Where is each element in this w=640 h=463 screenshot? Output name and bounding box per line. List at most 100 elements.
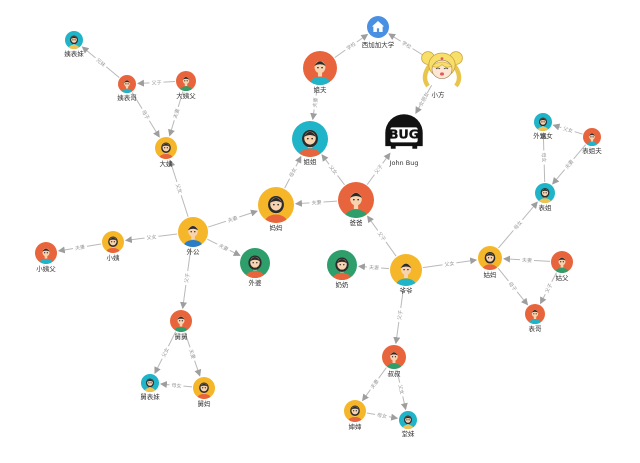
edge-label-bg xyxy=(367,376,382,392)
person-icon xyxy=(482,252,498,270)
node-shenshen[interactable]: 婶婶 xyxy=(344,400,366,431)
node-nainai[interactable]: 奶奶 xyxy=(327,250,357,289)
edge-label-bg xyxy=(215,241,232,254)
node-label: 外公 xyxy=(187,247,201,256)
person-icon xyxy=(106,236,120,253)
edge-label-bg xyxy=(560,124,576,136)
edge-label: 父女 xyxy=(396,384,405,395)
node-label: 妈妈 xyxy=(270,223,284,232)
edge-label: 父女 xyxy=(146,233,157,241)
edge-label: 女朋友 xyxy=(417,91,430,108)
edge-label: 夫妻 xyxy=(369,264,380,272)
person-icon xyxy=(298,130,322,157)
node-jiujiu[interactable]: 舅舅 xyxy=(170,310,192,341)
node-label: 奶奶 xyxy=(336,280,350,289)
node-yibiaomei[interactable]: 姨表妹 xyxy=(64,31,84,58)
edge-label: 学校 xyxy=(345,41,357,52)
edge-jiuma-jiubiaomei: 母女 xyxy=(159,381,193,390)
edge-label-bg xyxy=(374,228,389,244)
edge-dayifu-dayi: 夫妻 xyxy=(168,91,184,137)
node-label: 姨表哥 xyxy=(117,93,137,102)
node-xijia[interactable]: 西加加大学 xyxy=(362,16,395,49)
edge-label: 夫妻 xyxy=(311,97,319,108)
node-waishengnv[interactable]: 外甥女 xyxy=(533,113,553,140)
node-mama[interactable]: 妈妈 xyxy=(258,187,294,232)
edge-label-bg xyxy=(417,91,431,108)
node-label: 姑父 xyxy=(556,273,570,282)
node-label: 舅妈 xyxy=(198,399,212,408)
node-xiaoyi[interactable]: 小姨 xyxy=(102,231,124,262)
node-tangmei[interactable]: 堂妹 xyxy=(399,411,417,438)
edge-shushu-shenshen: 夫妻 xyxy=(362,367,387,402)
node-label: 爷爷 xyxy=(400,286,414,295)
person-icon xyxy=(197,382,211,399)
node-biaoge[interactable]: 表哥 xyxy=(525,304,545,333)
person-icon xyxy=(179,76,193,91)
node-xiaofang[interactable]: 小方 xyxy=(421,51,463,99)
node-jiejie[interactable]: 姐姐 xyxy=(292,121,328,166)
person-icon xyxy=(245,255,265,278)
edge-label-bg xyxy=(186,346,198,362)
node-waipo[interactable]: 外婆 xyxy=(240,248,270,287)
node-gugu[interactable]: 姑妈 xyxy=(478,246,502,279)
edge-label: 兄妹 xyxy=(95,57,107,69)
edge-baba-mama: 夫妻 xyxy=(294,198,338,207)
node-gufu[interactable]: 姑父 xyxy=(551,251,573,282)
node-biaojiefu[interactable]: 表姐夫 xyxy=(582,128,602,155)
edge-label: 母子 xyxy=(507,280,519,292)
node-shushu[interactable]: 叔叔 xyxy=(382,345,406,378)
edge-label-bg xyxy=(286,164,300,181)
node-label: 舅舅 xyxy=(175,332,188,341)
node-label: 叔叔 xyxy=(388,369,402,378)
edge-label-bg xyxy=(371,161,386,177)
edge-label: 父女 xyxy=(174,183,184,195)
edge-waigong-dayi: 父女 xyxy=(168,159,189,217)
edge-label: 父女 xyxy=(327,164,339,176)
person-icon xyxy=(344,192,368,218)
node-label: 小姨父 xyxy=(36,264,56,273)
edge-label: 父子 xyxy=(376,230,388,242)
edge-label: 父子 xyxy=(373,163,385,175)
node-waigong[interactable]: 外公 xyxy=(178,217,208,256)
edge-label: 父子 xyxy=(183,273,191,284)
edge-shushu-tangmei: 父女 xyxy=(396,369,408,411)
edge-label-bg xyxy=(326,162,341,178)
edge-baba-jiejie: 父女 xyxy=(321,154,345,186)
edge-label-bg xyxy=(144,232,159,242)
edge-gufu-biaoge: 父子 xyxy=(540,272,557,305)
node-label: 舅表妹 xyxy=(140,392,160,401)
node-yibiaoge[interactable]: 姨表哥 xyxy=(117,75,137,102)
edge-label: 父女 xyxy=(444,260,455,268)
edge-label: 夫妻 xyxy=(227,215,239,225)
edge-label: 母女 xyxy=(376,412,387,421)
school-building-icon xyxy=(371,20,385,32)
edge-jiujiu-jiuma: 夫妻 xyxy=(184,332,202,377)
edge-label-bg xyxy=(519,256,535,264)
node-label: 大姨父 xyxy=(176,91,196,100)
edge-label: 母女 xyxy=(512,219,524,231)
node-label: 小方 xyxy=(432,90,446,99)
node-baba[interactable]: 爸爸 xyxy=(338,182,374,227)
node-dayifu[interactable]: 大姨父 xyxy=(176,71,196,100)
node-yeye[interactable]: 爷爷 xyxy=(390,254,422,295)
edge-label: 学校 xyxy=(400,40,412,51)
node-jiefu[interactable]: 姐夫 xyxy=(303,51,337,94)
edge-label: 父女 xyxy=(160,347,171,359)
person-icon xyxy=(144,378,156,392)
node-dayi[interactable]: 大姨 xyxy=(155,137,177,168)
node-biaojie[interactable]: 表姐 xyxy=(535,183,555,212)
node-jiuma[interactable]: 舅妈 xyxy=(193,377,215,408)
node-label: 西加加大学 xyxy=(362,40,395,49)
node-xiaoyifu[interactable]: 小姨父 xyxy=(35,242,57,273)
node-label: 外婆 xyxy=(249,278,263,287)
node-label: 姐姐 xyxy=(304,157,318,166)
edge-label-bg xyxy=(540,150,548,165)
node-label: 爸爸 xyxy=(350,218,364,227)
edge-label-bg xyxy=(224,213,241,225)
edge-jiefu-jiejie: 夫妻 xyxy=(310,85,320,121)
node-jiubiaomei[interactable]: 舅表妹 xyxy=(140,374,160,401)
edge-label: 母子 xyxy=(140,109,151,121)
